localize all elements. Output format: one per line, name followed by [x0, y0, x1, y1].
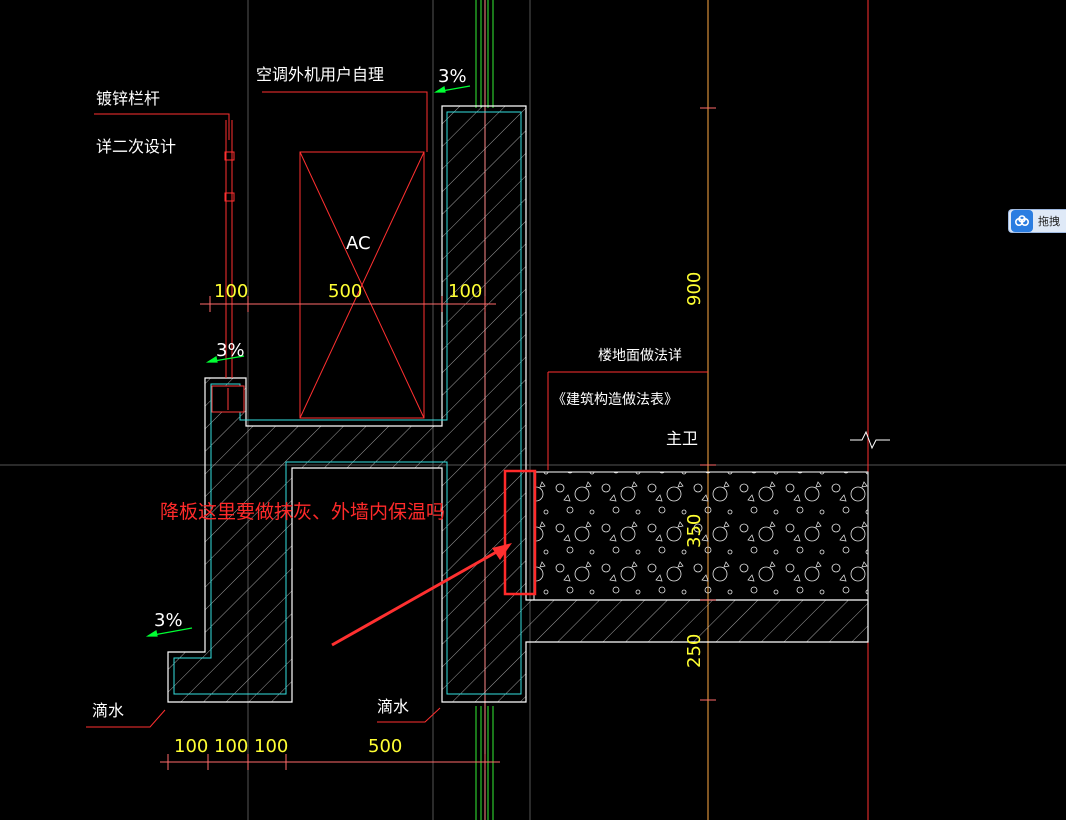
dim-100-top-right: 100: [448, 281, 482, 302]
dim-350: 350: [684, 514, 705, 548]
window-glazing: [475, 0, 494, 820]
highlight-box: [503, 469, 537, 596]
dim-100-bottom-1: 100: [174, 736, 208, 757]
dim-900: 900: [684, 272, 705, 306]
slope-top: 3%: [438, 66, 467, 87]
ac-unit: [299, 151, 425, 419]
ac-box-label: AC: [346, 233, 371, 254]
dim-100-top-left: 100: [214, 281, 248, 302]
ac-note: 空调外机用户自理: [256, 65, 384, 84]
dim-500-top: 500: [328, 281, 362, 302]
dim-100-bottom-2: 100: [214, 736, 248, 757]
slope-mid: 3%: [216, 340, 245, 361]
railing: [224, 120, 235, 378]
cloud-icon: [1011, 210, 1033, 232]
break-line: [850, 430, 890, 450]
concrete-section: [167, 105, 869, 703]
slope-arrows: [145, 85, 471, 637]
dim-250: 250: [684, 634, 705, 668]
dim-100-bottom-3: 100: [254, 736, 288, 757]
question-annotation: 降板这里要做抹灰、外墙内保温吗: [160, 501, 445, 523]
annotation-arrow: [331, 543, 512, 647]
railing-label-2: 详二次设计: [96, 137, 176, 156]
dim-500-bottom: 500: [368, 736, 402, 757]
slope-bottom: 3%: [154, 610, 183, 631]
drip-label-2: 滴水: [377, 697, 409, 716]
floor-ref: 《建筑构造做法表》: [552, 392, 678, 408]
dimension-lines: [160, 107, 716, 770]
leader-lines: [86, 91, 708, 728]
drip-label-1: 滴水: [92, 701, 124, 720]
railing-label-1: 镀锌栏杆: [96, 89, 160, 108]
floor-note: 楼地面做法详: [598, 348, 682, 364]
floating-drag-button[interactable]: 拖拽: [1008, 209, 1066, 233]
floating-drag-label: 拖拽: [1038, 215, 1060, 228]
room-label: 主卫: [666, 429, 698, 448]
